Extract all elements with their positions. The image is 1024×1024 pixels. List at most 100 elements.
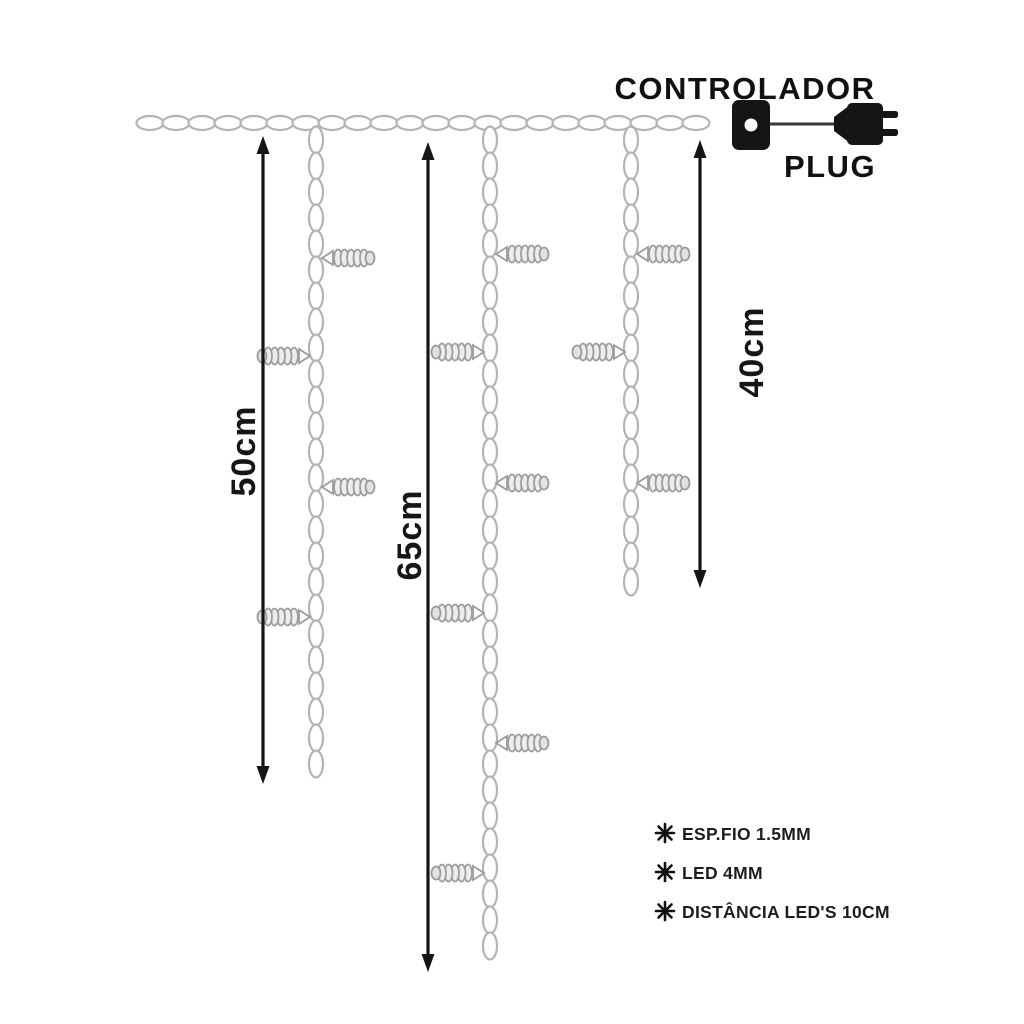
measure-label-40cm: 40cm — [733, 307, 771, 398]
wire-bead — [307, 177, 325, 207]
wire-bead — [551, 114, 581, 132]
asterisk-icon — [654, 822, 676, 844]
led-bulb-tip — [538, 475, 550, 491]
arrow-50cm — [256, 136, 270, 784]
wire-bead — [369, 114, 399, 132]
wire-bead — [307, 229, 325, 259]
wire-bead — [622, 385, 640, 415]
wire-bead — [481, 489, 499, 519]
arrow-65cm — [421, 142, 435, 972]
wire-bead — [317, 114, 347, 132]
wire-bead — [307, 255, 325, 285]
wire-bead — [307, 749, 325, 779]
wire-bead — [681, 114, 711, 132]
wire-bead — [622, 281, 640, 311]
wire-bead — [622, 463, 640, 493]
wire-bead — [481, 671, 499, 701]
controller-box — [732, 100, 770, 150]
wire-bead — [307, 593, 325, 623]
wire-bead — [622, 203, 640, 233]
wire-bead — [307, 723, 325, 753]
wire-bead — [481, 151, 499, 181]
led-bulb-tip — [430, 605, 442, 621]
wire-bead — [481, 801, 499, 831]
wire-bead — [265, 114, 295, 132]
horizontal-wire — [135, 114, 711, 132]
wire-bead — [481, 177, 499, 207]
led-bulb-tip — [430, 865, 442, 881]
wire-bead — [161, 114, 191, 132]
wire-bead — [213, 114, 243, 132]
wire-bead — [622, 437, 640, 467]
wire-bead — [481, 567, 499, 597]
wire-bead — [481, 437, 499, 467]
spec-item-distance: DISTÂNCIA LED'S 10CM — [682, 901, 890, 922]
wire-bead — [307, 411, 325, 441]
led-bulb-tip — [364, 479, 376, 495]
drop-strand-3 — [571, 125, 691, 597]
wire-bead — [307, 437, 325, 467]
wire-bead — [307, 281, 325, 311]
wire-bead — [481, 515, 499, 545]
wire-bead — [481, 125, 499, 155]
wire-bead — [421, 114, 451, 132]
wire-bead — [622, 541, 640, 571]
wire-bead — [307, 515, 325, 545]
led-connector — [472, 604, 486, 622]
led-connector — [320, 249, 334, 267]
wire-bead — [481, 281, 499, 311]
wire-bead — [622, 411, 640, 441]
wire-bead — [622, 229, 640, 259]
wire-bead — [307, 203, 325, 233]
wire-bead — [622, 125, 640, 155]
wire-bead — [447, 114, 477, 132]
led-bulb-tip — [571, 344, 583, 360]
plug-label: PLUG — [784, 149, 876, 184]
wire-bead — [307, 359, 325, 389]
wire-bead — [307, 541, 325, 571]
wire-bead — [343, 114, 373, 132]
plug-cord-flare — [834, 105, 850, 143]
wire-bead — [481, 333, 499, 363]
wire-bead — [481, 749, 499, 779]
led-connector — [494, 474, 508, 492]
led-connector — [494, 734, 508, 752]
wire-bead — [622, 567, 640, 597]
wire-bead — [481, 619, 499, 649]
drop-strand-1 — [256, 125, 376, 779]
wire-bead — [481, 359, 499, 389]
led-connector — [472, 864, 486, 882]
wire-bead — [307, 463, 325, 493]
wire-bead — [622, 515, 640, 545]
wire-bead — [481, 723, 499, 753]
wire-bead — [622, 359, 640, 389]
wire-bead — [622, 489, 640, 519]
led-bulb-tip — [364, 250, 376, 266]
power-plug-icon — [834, 103, 898, 145]
wire-bead — [481, 775, 499, 805]
wire-bead — [622, 177, 640, 207]
led-connector — [494, 245, 508, 263]
wire-bead — [481, 255, 499, 285]
led-connector — [472, 343, 486, 361]
wire-bead — [307, 151, 325, 181]
wire-bead — [481, 541, 499, 571]
wire-bead — [395, 114, 425, 132]
wire-bead — [622, 307, 640, 337]
wire-bead — [481, 593, 499, 623]
wire-bead — [187, 114, 217, 132]
wire-bead — [239, 114, 269, 132]
wire-bead — [307, 619, 325, 649]
wire-bead — [481, 463, 499, 493]
wire-bead — [135, 114, 165, 132]
led-connector — [320, 478, 334, 496]
led-connector — [635, 245, 649, 263]
wire-bead — [481, 411, 499, 441]
wire-bead — [622, 151, 640, 181]
led-connector — [298, 347, 312, 365]
asterisk-icon — [654, 861, 676, 883]
wire-bead — [481, 827, 499, 857]
led-connector — [298, 608, 312, 626]
